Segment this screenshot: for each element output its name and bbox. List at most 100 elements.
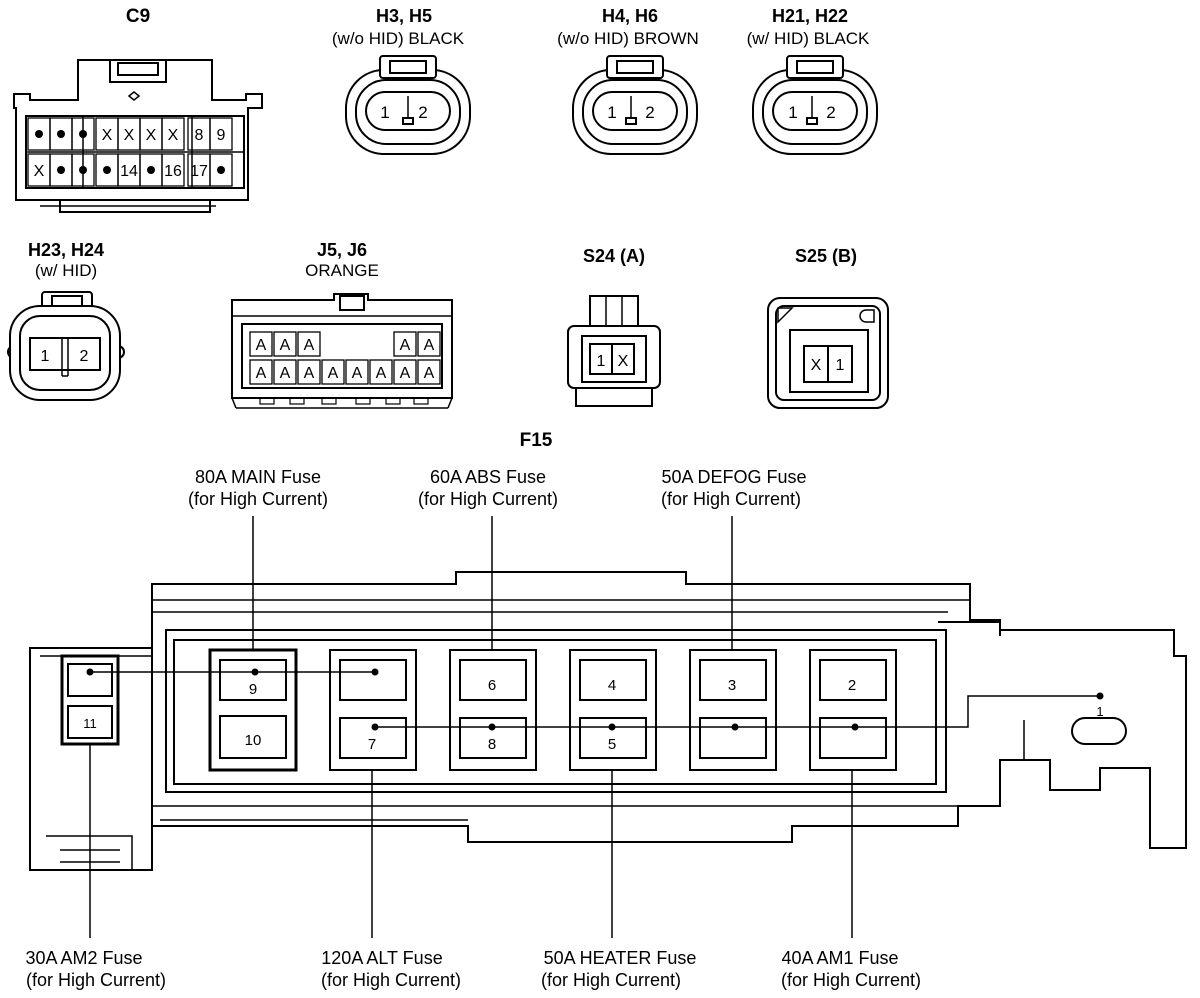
label-heater-line2: (for High Current) [541, 970, 681, 990]
bus-dot [1096, 692, 1104, 700]
c9-pin-label: 17 [190, 163, 208, 180]
c9-pin-dot [79, 130, 87, 138]
fuse-block-mounting-hole [1071, 717, 1127, 745]
h3h5-pin-2: 2 [418, 103, 427, 122]
h3h5-pin-1: 1 [380, 103, 389, 122]
bus-dot [488, 723, 496, 731]
label-am1-line1: 40A AM1 Fuse [781, 948, 898, 968]
c9-pin-label: X [146, 127, 157, 144]
h21h22-pin-2: 2 [826, 103, 835, 122]
bus-connection-dots [86, 668, 1104, 731]
h4h6-title: H4, H6 [602, 6, 658, 26]
h4h6-pin-1: 1 [607, 103, 616, 122]
bus-dot [371, 668, 379, 676]
j5j6-housing [231, 293, 453, 399]
j5j6-bottom-pin: A [304, 365, 315, 382]
fuse-slot-11-label: 11 [83, 716, 97, 731]
bus-dot [86, 668, 94, 676]
c9-pin-dot [103, 166, 111, 174]
connector-h21-h22: H21, H22 (w/ HID) BLACK 1 2 [747, 6, 878, 155]
c9-pin-dot [35, 130, 43, 138]
c9-pin-dot [57, 130, 65, 138]
label-abs-line2: (for High Current) [418, 489, 558, 509]
h4h6-outer-shell [572, 69, 698, 155]
s25-title: S25 (B) [795, 246, 857, 266]
label-defog-line2: (for High Current) [661, 489, 801, 509]
c9-housing [13, 59, 263, 201]
h4h6-pin-2: 2 [645, 103, 654, 122]
label-am2-line1: 30A AM2 Fuse [25, 948, 142, 968]
connector-h4-h6: H4, H6 (w/o HID) BROWN 1 2 [557, 6, 699, 155]
j5j6-bottom-pin: A [352, 365, 363, 382]
c9-bottom-rib [59, 199, 211, 213]
c9-pin-label: X [168, 127, 179, 144]
label-main-line1: 80A MAIN Fuse [195, 467, 321, 487]
label-alt-line2: (for High Current) [321, 970, 461, 990]
h23h24-pin-2: 2 [80, 348, 89, 365]
label-am1-line2: (for High Current) [781, 970, 921, 990]
h23h24-pin-face [29, 337, 101, 371]
label-abs-line1: 60A ABS Fuse [430, 467, 546, 487]
fuse-slot-6-label: 6 [488, 677, 496, 694]
j5j6-bottom-pin: A [424, 365, 435, 382]
s25-pin-2: 1 [836, 357, 845, 374]
fuse-slot-8-label: 8 [488, 736, 496, 753]
fuse-heater-cell [569, 649, 657, 771]
c9-pin-label: 16 [164, 163, 182, 180]
h4h6-subtitle: (w/o HID) BROWN [557, 29, 699, 48]
h21h22-pin-1: 1 [788, 103, 797, 122]
s24-title: S24 (A) [583, 246, 645, 266]
fuse-slot-3-label: 3 [728, 677, 736, 694]
fuse-slot-1-left [67, 663, 113, 697]
bus-dot [731, 723, 739, 731]
c9-pin-label: X [124, 127, 135, 144]
fuse-am1-cell [809, 649, 897, 771]
bus-dot [371, 723, 379, 731]
fuse-defog-cell [689, 649, 777, 771]
h21h22-pin-face [772, 91, 858, 131]
label-am2-line2: (for High Current) [26, 970, 166, 990]
s24-pin-2: X [618, 353, 629, 370]
c9-pin-dot [217, 166, 225, 174]
fuse-slot-2-label: 2 [848, 677, 856, 694]
fuse-slot-4-label: 4 [608, 677, 616, 694]
c9-pin-dot [147, 166, 155, 174]
h23h24-subtitle: (w/ HID) [35, 261, 97, 280]
j5j6-top-pin: A [280, 337, 291, 354]
h3h5-title: H3, H5 [376, 6, 432, 26]
j5j6-bottom-pin: A [328, 365, 339, 382]
c9-latch [109, 59, 167, 83]
h21h22-subtitle: (w/ HID) BLACK [747, 29, 870, 48]
h3h5-pin-face [365, 91, 451, 131]
c9-pin-dot [57, 166, 65, 174]
connector-h3-h5: H3, H5 (w/o HID) BLACK 1 2 [332, 6, 471, 155]
fuse-slot-9-label: 9 [249, 681, 257, 698]
h4h6-pin-face [592, 91, 678, 131]
bus-dot [851, 723, 859, 731]
connector-s24: S24 (A) 1 X [567, 246, 661, 407]
c9-pin-label: X [102, 127, 113, 144]
fuse-slot-11 [67, 705, 113, 739]
bus-dot [608, 723, 616, 731]
h3h5-subtitle: (w/o HID) BLACK [332, 29, 465, 48]
label-defog-line1: 50A DEFOG Fuse [661, 467, 806, 487]
h23h24-outer-shell [9, 305, 121, 401]
fuse-slot-1-label: 1 [1096, 704, 1103, 719]
s24-pin-1: 1 [597, 353, 606, 370]
fuse-slot-5-label: 5 [608, 736, 616, 753]
c9-pin-label: 8 [195, 127, 204, 144]
j5j6-top-pin: A [424, 337, 435, 354]
bus-dot [251, 668, 259, 676]
j5j6-top-pin: A [304, 337, 315, 354]
c9-pin-label: X [34, 163, 45, 180]
j5j6-bottom-pin: A [280, 365, 291, 382]
c9-title: C9 [126, 6, 150, 27]
c9-pin-label: 14 [120, 163, 138, 180]
fuse-abs-cell [449, 649, 537, 771]
label-alt-line1: 120A ALT Fuse [321, 948, 442, 968]
